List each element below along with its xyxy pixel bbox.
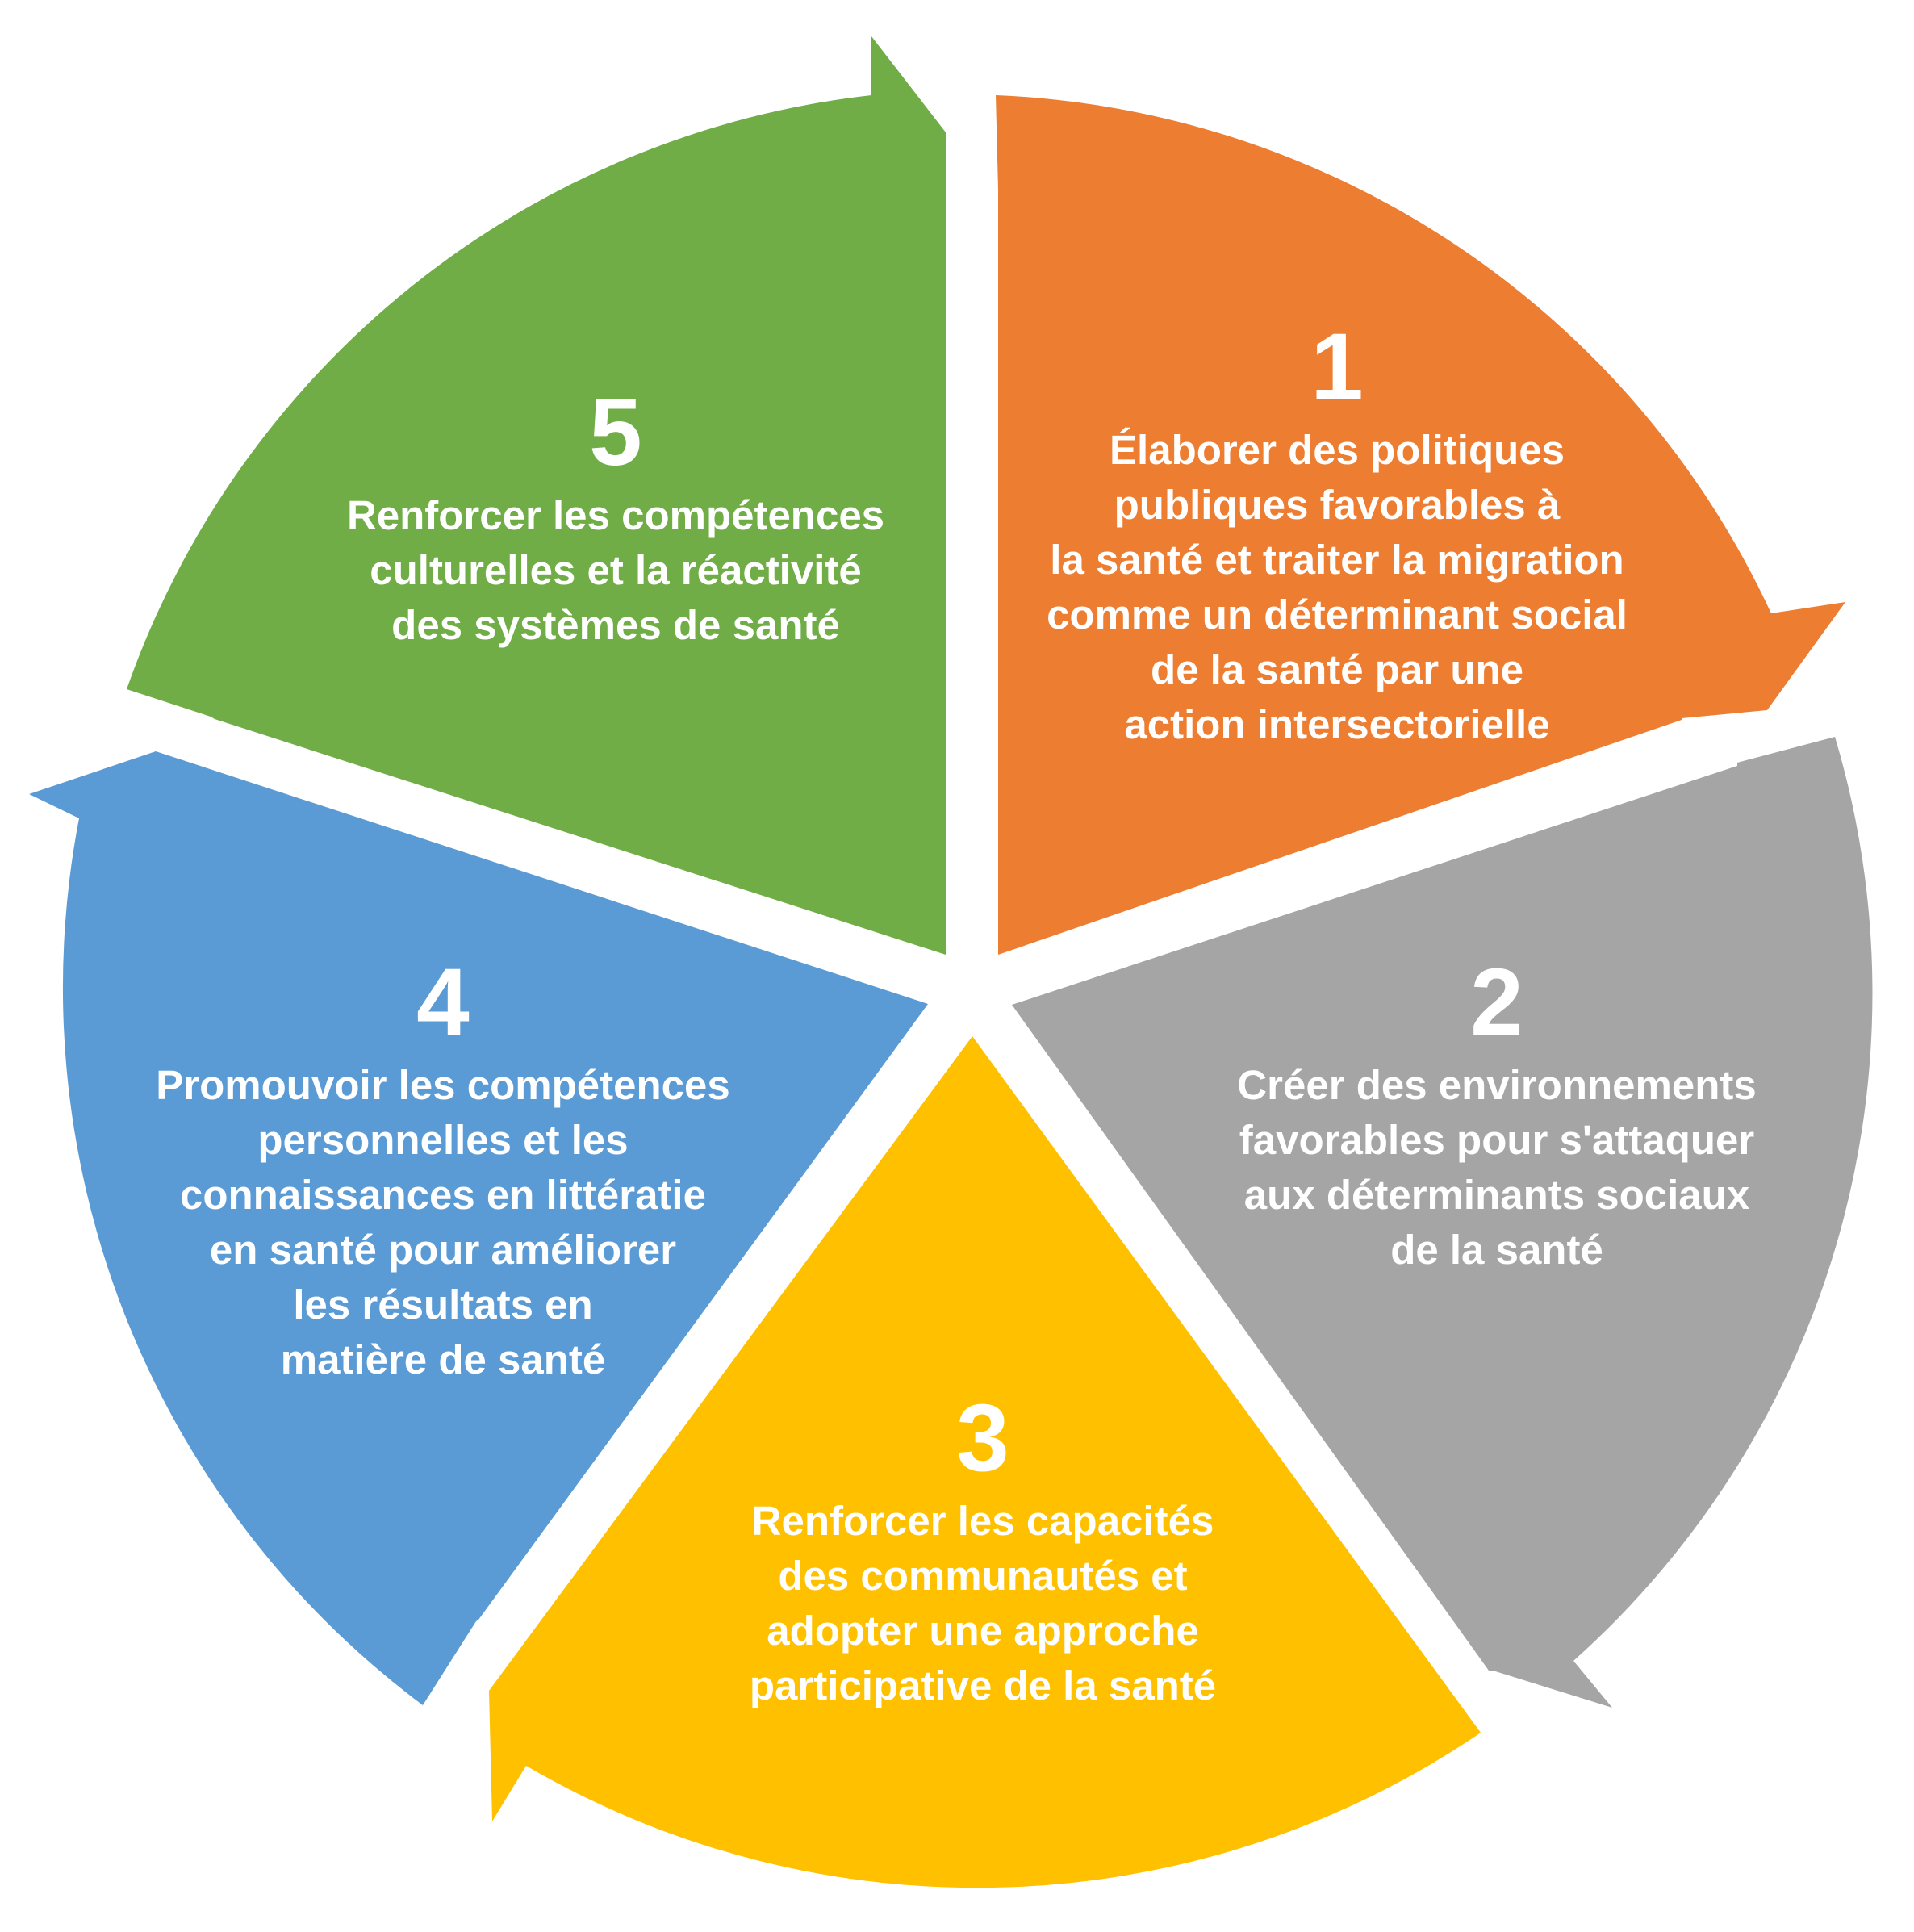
segment-3-shape (489, 1036, 1481, 1888)
segment-3-text-line: des communautés et (778, 1553, 1188, 1599)
segment-4-text-line: matière de santé (280, 1336, 606, 1382)
segment-5-shape (127, 36, 946, 955)
segment-4-text-line: en santé pour améliorer (209, 1227, 677, 1273)
segment-2-label: 2 Créer des environnements favorables po… (1150, 955, 1844, 1278)
segment-2-text-line: Créer des environnements (1237, 1062, 1757, 1108)
segment-2-text-line: aux déterminants sociaux (1243, 1172, 1750, 1218)
segment-1-text-line: la santé et traiter la migration (1050, 537, 1624, 583)
segment-4-text-line: Promouvoir les compétences (156, 1062, 730, 1108)
segment-1-text-line: comme un déterminant social (1047, 592, 1628, 638)
segment-4-text-line: personnelles et les (257, 1117, 629, 1163)
segment-1-text-line: de la santé par une (1151, 646, 1523, 692)
segment-5-text-line: Renforcer les compétences (346, 492, 885, 538)
segment-1-number: 1 (1310, 314, 1364, 420)
segment-2-number: 2 (1470, 949, 1523, 1056)
segment-5-label: 5 Renforcer les compétences culturelles … (269, 385, 963, 653)
segment-1-label: 1 Élaborer des politiques publiques favo… (990, 320, 1684, 752)
segment-5-number: 5 (589, 379, 642, 486)
segment-2-text-line: de la santé (1390, 1227, 1603, 1273)
segment-4-text-line: connaissances en littératie (180, 1172, 706, 1218)
segment-3-text-line: participative de la santé (749, 1662, 1217, 1708)
segment-1-text-line: Élaborer des politiques (1110, 427, 1565, 473)
segment-2-text-line: favorables pour s'attaquer (1239, 1117, 1755, 1163)
segment-1-shape (996, 95, 1845, 955)
segment-1-text-line: action intersectorielle (1124, 701, 1550, 747)
segment-4-label: 4 Promouvoir les compétences personnelle… (96, 955, 790, 1387)
segment-5-text-line: culturelles et la réactivité (370, 547, 862, 593)
segment-2-shape (1012, 737, 1873, 1708)
segment-3-text-line: Renforcer les capacités (751, 1498, 1214, 1544)
segment-1-text-line: publiques favorables à (1114, 482, 1561, 528)
segment-5-text-line: des systèmes de santé (391, 602, 840, 648)
segment-3-label: 3 Renforcer les capacités des communauté… (636, 1390, 1330, 1713)
segment-3-text-line: adopter une approche (767, 1608, 1199, 1654)
segment-4-text-line: les résultats en (293, 1282, 593, 1328)
segment-3-number: 3 (956, 1385, 1009, 1491)
segment-4-shape (29, 751, 928, 1705)
segment-4-number: 4 (416, 949, 470, 1056)
